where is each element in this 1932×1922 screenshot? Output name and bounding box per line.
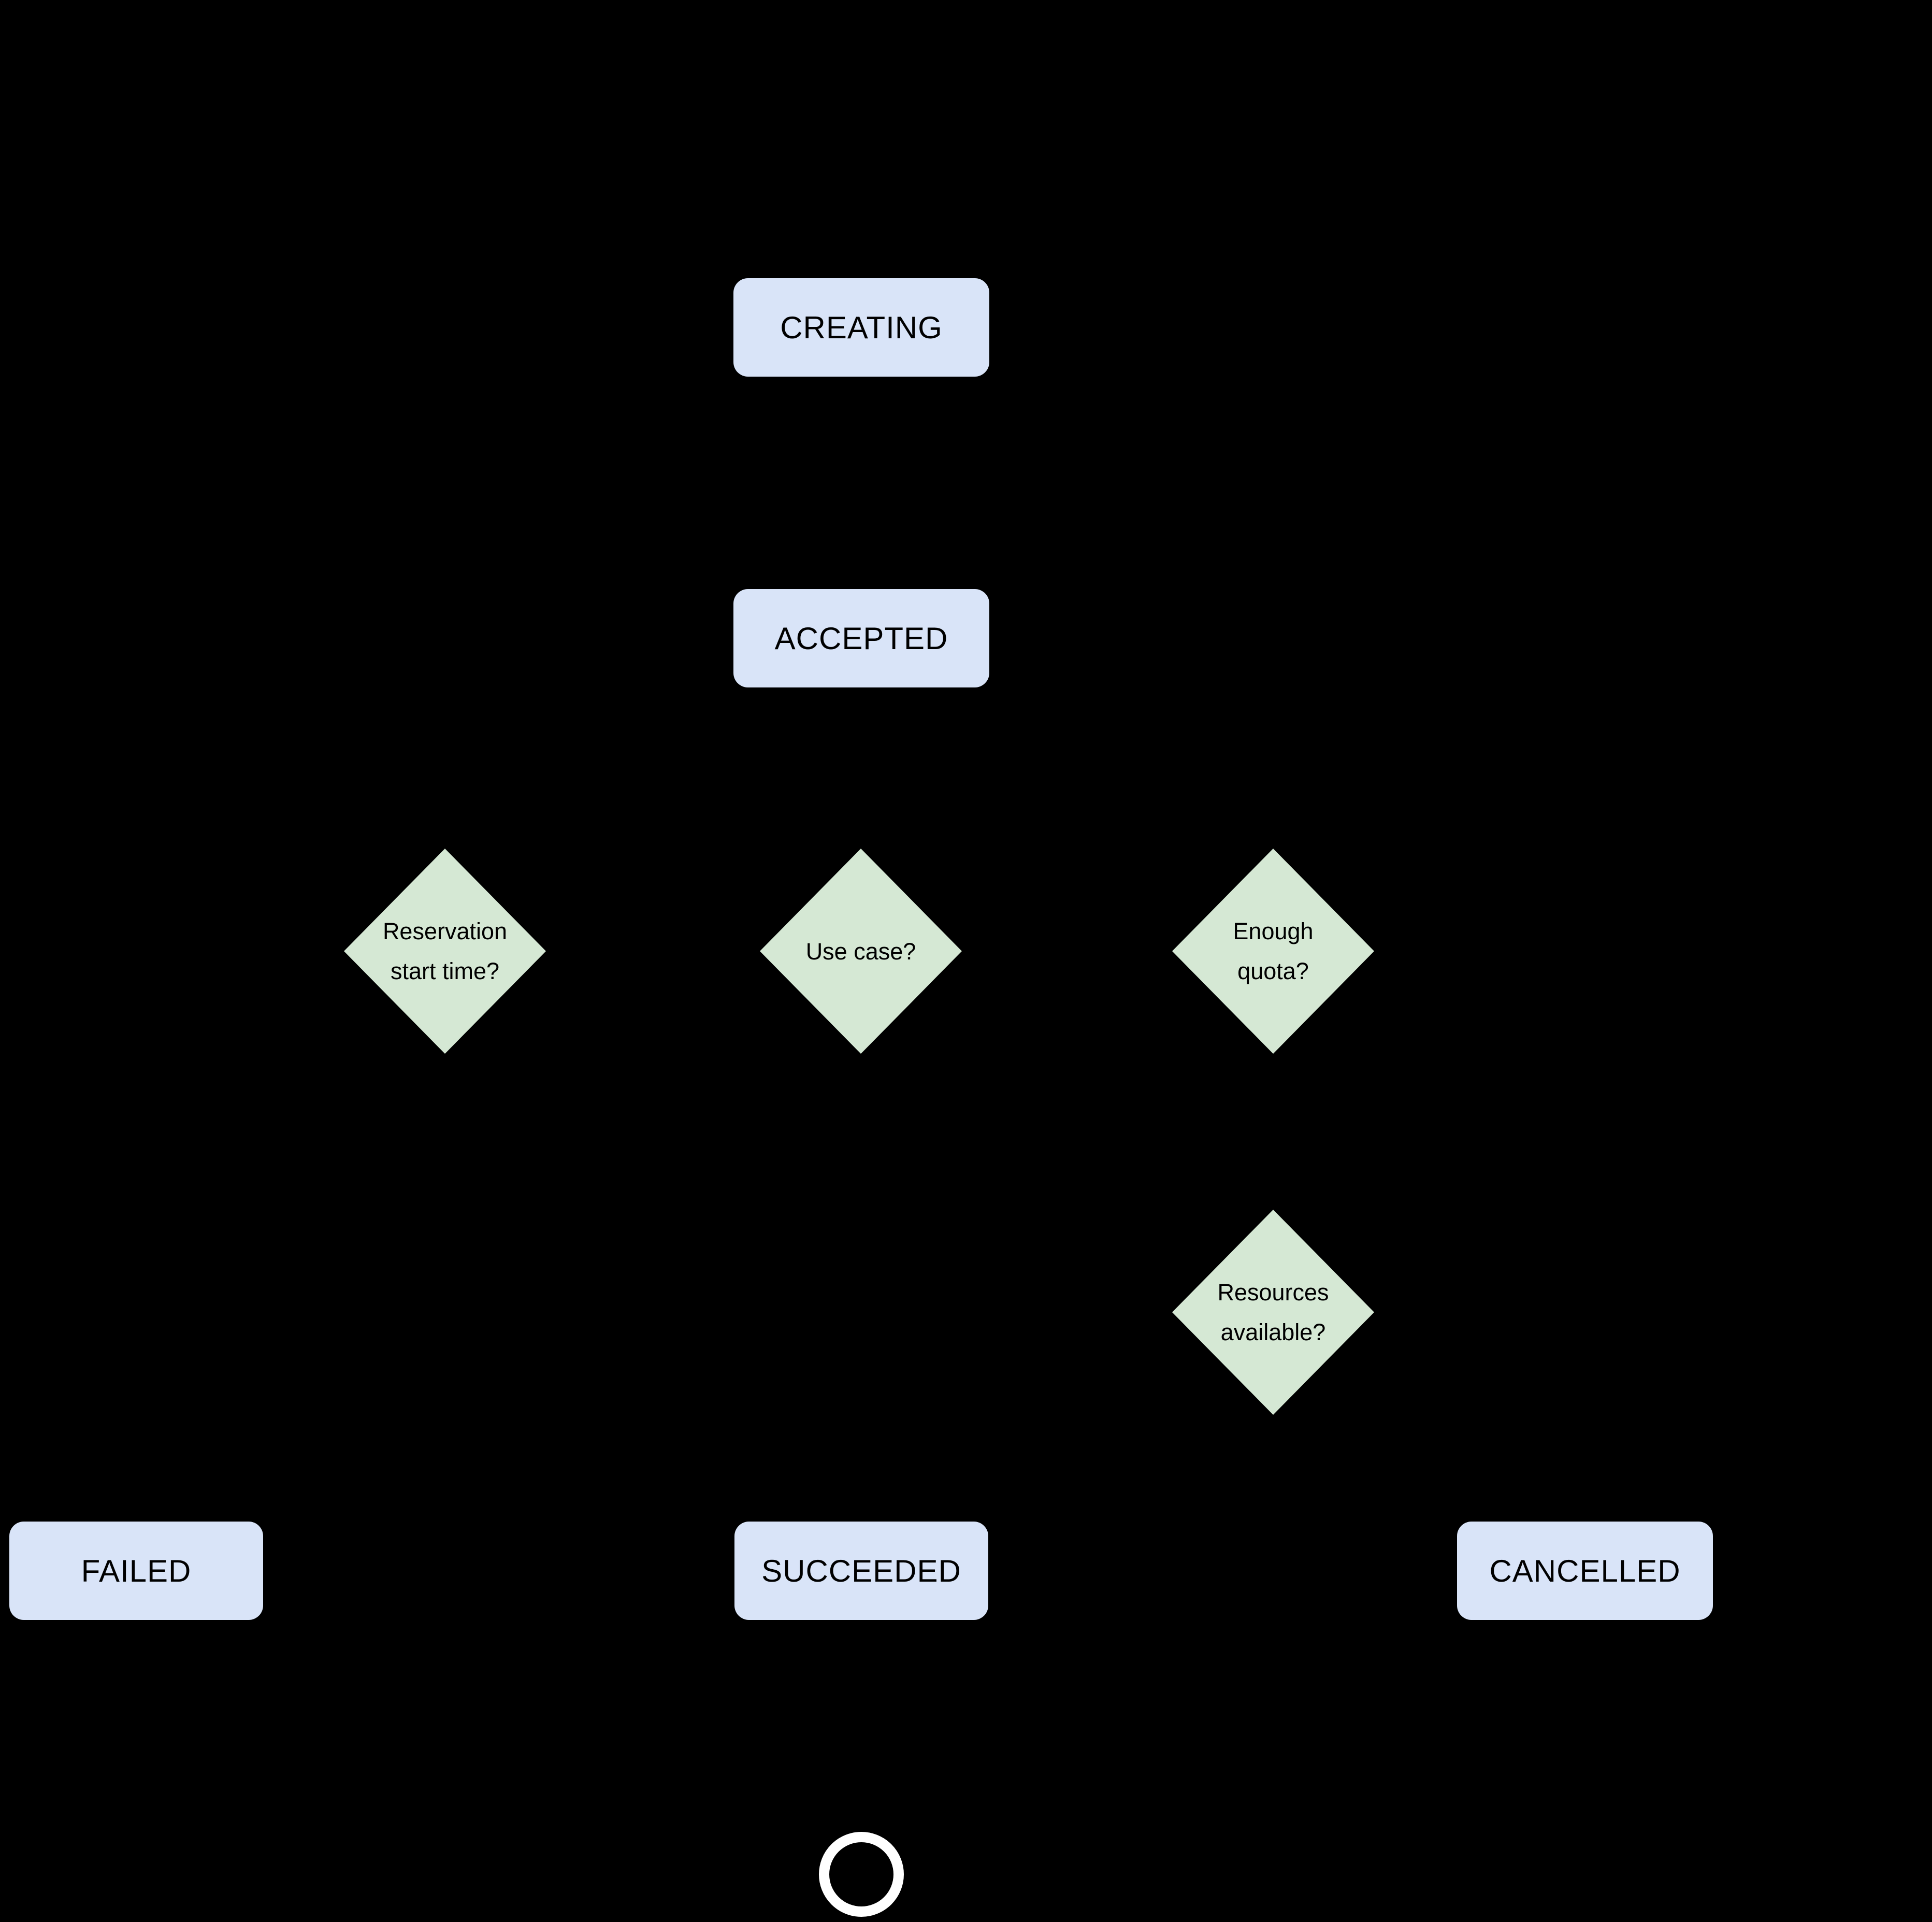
decision-label-line: start time? bbox=[390, 958, 500, 984]
state-node-accepted: ACCEPTED bbox=[733, 589, 989, 687]
state-label-succeeded: SUCCEEDED bbox=[761, 1553, 961, 1588]
state-node-creating: CREATING bbox=[733, 278, 989, 377]
state-node-succeeded: SUCCEEDED bbox=[734, 1522, 988, 1620]
decision-label-use-case: Use case? bbox=[760, 849, 962, 1054]
state-node-failed: FAILED bbox=[9, 1522, 263, 1620]
decision-label-reservation-start-time: Reservation start time? bbox=[344, 849, 546, 1054]
decision-label-line: Reservation bbox=[382, 918, 508, 944]
state-label-creating: CREATING bbox=[780, 310, 943, 345]
state-node-cancelled: CANCELLED bbox=[1457, 1522, 1713, 1620]
decision-node-reservation-start-time: Reservation start time? bbox=[344, 849, 546, 1054]
decision-node-enough-quota: Enough quota? bbox=[1172, 849, 1374, 1054]
state-label-accepted: ACCEPTED bbox=[774, 621, 948, 656]
decision-node-resources-available: Resources available? bbox=[1172, 1210, 1374, 1415]
state-label-cancelled: CANCELLED bbox=[1489, 1553, 1681, 1588]
decision-label-line: quota? bbox=[1237, 958, 1309, 984]
decision-label-enough-quota: Enough quota? bbox=[1172, 849, 1374, 1054]
decision-label-line: available? bbox=[1220, 1319, 1326, 1345]
decision-label-resources-available: Resources available? bbox=[1172, 1210, 1374, 1415]
decision-node-use-case: Use case? bbox=[760, 849, 962, 1054]
final-state-circle-icon bbox=[819, 1832, 904, 1917]
state-label-failed: FAILED bbox=[81, 1553, 192, 1588]
decision-label-line: Use case? bbox=[805, 938, 916, 965]
decision-label-line: Resources bbox=[1217, 1279, 1329, 1306]
decision-label-line: Enough bbox=[1233, 918, 1314, 944]
